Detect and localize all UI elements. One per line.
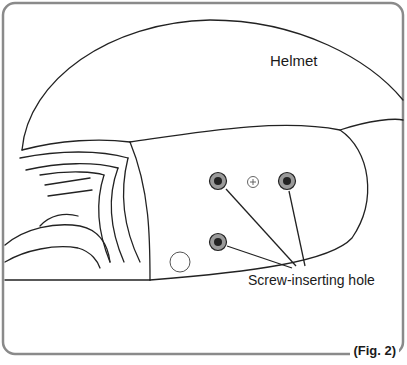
visor-edge: [22, 140, 130, 150]
side-panel: [130, 125, 368, 280]
visor-line: [124, 158, 140, 262]
screw-holes: [210, 173, 296, 251]
visor-line: [99, 175, 110, 262]
plain-hole: [170, 252, 190, 272]
visor-line: [40, 172, 104, 175]
chin-bar: [5, 225, 110, 262]
screw-symbol: [248, 177, 259, 188]
chin-bar: [5, 247, 100, 268]
figure-caption: (Fig. 2): [350, 344, 399, 359]
leader-lines: [226, 189, 305, 268]
visor-line: [45, 178, 90, 185]
part-label: Helmet: [270, 52, 318, 69]
chin-vent: [40, 214, 78, 226]
visor-line: [26, 164, 118, 170]
figure-frame: [3, 3, 403, 354]
part-label: Screw-inserting hole: [248, 272, 375, 288]
visor-line: [111, 168, 124, 262]
shell-edge: [340, 119, 403, 130]
visor-line: [20, 152, 128, 158]
side-panel-edge: [130, 142, 150, 280]
chin-bar: [5, 279, 150, 280]
visor-line: [48, 190, 92, 196]
